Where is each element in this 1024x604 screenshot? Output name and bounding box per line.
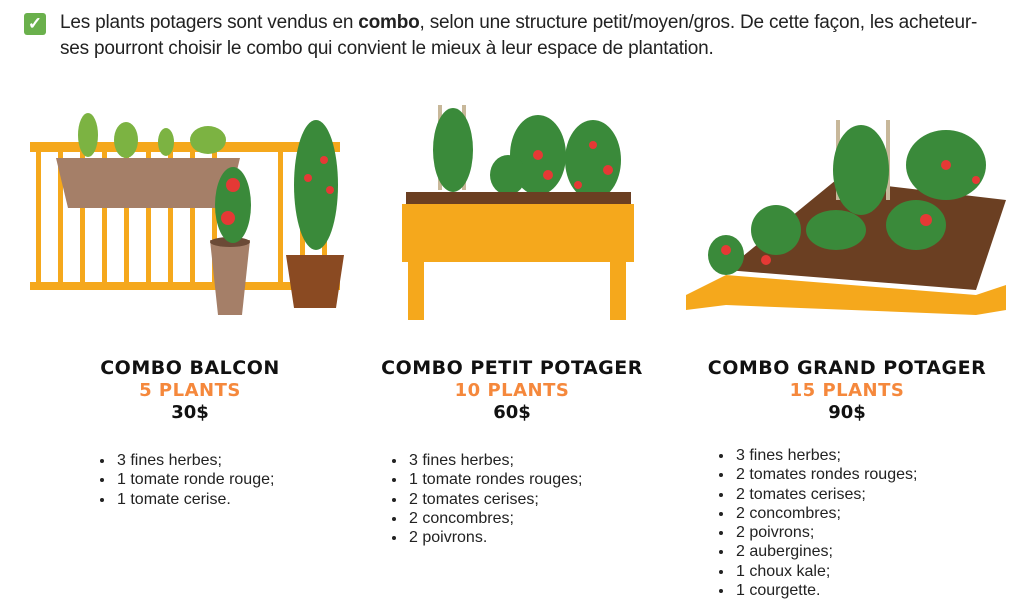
list-item: 3 fines herbes; (115, 451, 274, 470)
intro-bold: combo (358, 12, 420, 33)
list-item: 2 tomates cerises; (734, 485, 917, 504)
combo-price: 30$ (171, 402, 209, 423)
combo-title: COMBO PETIT POTAGER (381, 357, 643, 379)
list-item: 1 tomate rondes rouges; (407, 470, 582, 489)
intro-before: Les plants potagers sont vendus en (60, 12, 359, 33)
checkmark-icon: ✓ (24, 13, 46, 35)
list-item: 1 tomate ronde rouge; (115, 470, 274, 489)
combo-grand-list: 3 fines herbes; 2 tomates rondes rouges;… (716, 446, 917, 600)
combo-title: COMBO BALCON (100, 357, 280, 379)
combo-balcon: COMBO BALCON 5 PLANTS 30$ (90, 356, 290, 424)
intro: ✓ Les plants potagers sont vendus en com… (24, 10, 990, 62)
combo-price: 60$ (493, 402, 531, 423)
combo-plants: 5 PLANTS (139, 380, 241, 401)
list-item: 2 tomates rondes rouges; (734, 465, 917, 484)
intro-after: , selon une structure petit/moyen/gros. … (60, 12, 978, 59)
list-item: 2 tomates cerises; (407, 490, 582, 509)
small-garden-illustration (402, 105, 634, 320)
list-item: 2 concombres; (734, 504, 917, 523)
combo-price: 90$ (828, 402, 866, 423)
combo-petit-potager: COMBO PETIT POTAGER 10 PLANTS 60$ (362, 356, 662, 424)
combo-grand-potager: COMBO GRAND POTAGER 15 PLANTS 90$ (697, 356, 997, 424)
combo-plants: 10 PLANTS (454, 380, 570, 401)
combo-petit-list: 3 fines herbes; 1 tomate rondes rouges; … (389, 451, 582, 547)
list-item: 1 tomate cerise. (115, 490, 274, 509)
list-item: 3 fines herbes; (734, 446, 917, 465)
intro-text: Les plants potagers sont vendus en combo… (60, 10, 990, 62)
large-garden-illustration (686, 120, 1006, 315)
list-item: 3 fines herbes; (407, 451, 582, 470)
list-item: 2 concombres; (407, 509, 582, 528)
combo-title: COMBO GRAND POTAGER (707, 357, 987, 379)
combo-plants: 15 PLANTS (789, 380, 905, 401)
list-item: 1 choux kale; (734, 562, 917, 581)
balcony-illustration (30, 113, 344, 315)
list-item: 2 poivrons. (407, 528, 582, 547)
combo-balcon-list: 3 fines herbes; 1 tomate ronde rouge; 1 … (97, 451, 274, 509)
list-item: 2 poivrons; (734, 523, 917, 542)
list-item: 2 aubergines; (734, 542, 917, 561)
list-item: 1 courgette. (734, 581, 917, 600)
